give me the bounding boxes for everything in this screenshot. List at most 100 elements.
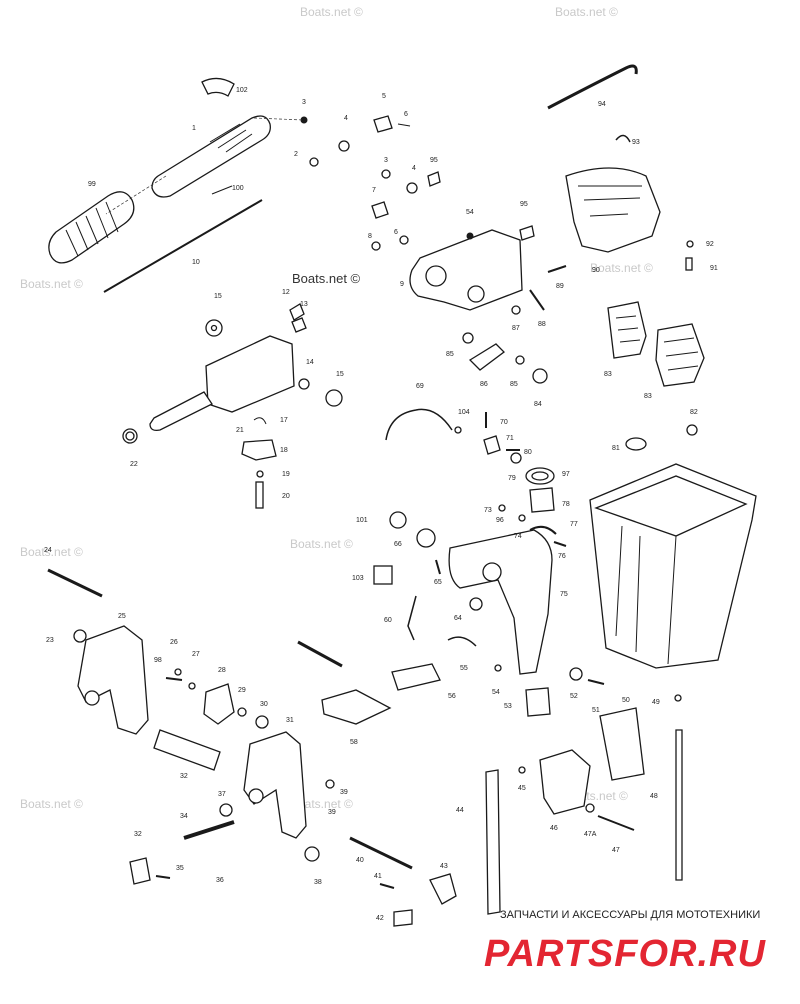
label-28: 28 bbox=[218, 667, 226, 674]
label-22: 22 bbox=[130, 461, 138, 468]
part-bolt-89 bbox=[547, 265, 567, 273]
label-103: 103 bbox=[352, 575, 364, 582]
part-fitting-13 bbox=[291, 317, 307, 333]
watermark-left-2: Boats.net © bbox=[20, 545, 83, 559]
label-79: 79 bbox=[508, 475, 516, 482]
watermark-mid-2: Boats.net © bbox=[290, 797, 353, 811]
label-60: 60 bbox=[384, 617, 392, 624]
part-washer-3b bbox=[381, 169, 391, 179]
part-housing-77-top bbox=[594, 475, 748, 537]
label-19: 19 bbox=[282, 471, 290, 478]
label-88: 88 bbox=[538, 321, 546, 328]
label-51: 51 bbox=[592, 707, 600, 714]
part-plate-28 bbox=[203, 683, 235, 725]
part-nut-2 bbox=[309, 157, 319, 167]
part-bracket-9 bbox=[409, 229, 523, 311]
steering-arm-group bbox=[122, 303, 343, 509]
label-13: 13 bbox=[300, 301, 308, 308]
label-23: 23 bbox=[46, 637, 54, 644]
part-block-83b bbox=[655, 323, 705, 387]
part-swivel-75 bbox=[448, 529, 553, 675]
leader-tiller bbox=[105, 117, 305, 215]
label-82: 82 bbox=[690, 409, 698, 416]
part-fitting-71 bbox=[483, 435, 501, 455]
part-bracket-50 bbox=[599, 707, 645, 781]
label-83a: 83 bbox=[604, 371, 612, 378]
part-screw-34 bbox=[183, 820, 235, 840]
label-15b: 15 bbox=[336, 371, 344, 378]
part-cable-69 bbox=[385, 408, 453, 441]
part-washer-64 bbox=[469, 597, 483, 611]
part-nut-14 bbox=[298, 378, 310, 390]
watermark-left-1: Boats.net © bbox=[20, 277, 83, 291]
label-58: 58 bbox=[350, 739, 358, 746]
label-6a: 6 bbox=[404, 111, 408, 118]
label-92: 92 bbox=[706, 241, 714, 248]
label-17: 17 bbox=[280, 417, 288, 424]
swivel-bracket-group bbox=[371, 169, 567, 315]
part-knob-52 bbox=[569, 667, 583, 681]
part-washer-19 bbox=[256, 470, 264, 478]
part-tube-24 bbox=[47, 568, 103, 598]
label-97: 97 bbox=[562, 471, 570, 478]
label-35: 35 bbox=[176, 865, 184, 872]
part-nut-8 bbox=[371, 241, 381, 251]
label-73: 73 bbox=[484, 507, 492, 514]
label-45: 45 bbox=[518, 785, 526, 792]
callout-labels: 102 1 2 3 4 5 6 3 4 95 7 8 6 9 99 100 10… bbox=[44, 87, 718, 922]
label-12: 12 bbox=[282, 289, 290, 296]
label-90: 90 bbox=[592, 267, 600, 274]
brand-subtitle: ЗАПЧАСТИ И АКСЕССУАРЫ ДЛЯ МОТОТЕХНИКИ bbox=[500, 909, 760, 921]
part-bracket-5 bbox=[373, 115, 393, 133]
part-clamp-bracket-right-hole bbox=[248, 788, 264, 804]
part-washer-96 bbox=[518, 514, 526, 522]
part-clamp-102 bbox=[201, 77, 235, 97]
label-64: 64 bbox=[454, 615, 462, 622]
part-housing-90-lines bbox=[578, 185, 642, 217]
part-arm-21-body bbox=[205, 335, 295, 413]
label-42: 42 bbox=[376, 915, 384, 922]
label-54a: 54 bbox=[466, 209, 474, 216]
label-25: 25 bbox=[118, 613, 126, 620]
watermark-main: Boats.net © bbox=[292, 271, 361, 286]
part-clip-95a bbox=[427, 171, 441, 187]
part-nut-85a bbox=[462, 332, 474, 344]
label-26: 26 bbox=[170, 639, 178, 646]
label-98: 98 bbox=[154, 657, 162, 664]
label-1: 1 bbox=[192, 125, 196, 132]
part-grip-99-knurl bbox=[65, 201, 119, 257]
label-76: 76 bbox=[558, 553, 566, 560]
part-washer-23 bbox=[73, 629, 87, 643]
part-bracket-9-hole2 bbox=[467, 285, 485, 303]
label-69: 69 bbox=[416, 383, 424, 390]
label-20: 20 bbox=[282, 493, 290, 500]
part-bushing-53 bbox=[525, 687, 551, 717]
part-washer-4 bbox=[338, 140, 350, 152]
part-housing-90 bbox=[565, 167, 661, 253]
label-41: 41 bbox=[374, 873, 382, 880]
part-pin-88 bbox=[529, 289, 545, 311]
label-5: 5 bbox=[382, 93, 386, 100]
part-washer-73 bbox=[498, 504, 506, 512]
label-32b: 32 bbox=[134, 831, 142, 838]
label-39a: 39 bbox=[340, 789, 348, 796]
part-nut-45 bbox=[518, 766, 526, 774]
label-29: 29 bbox=[238, 687, 246, 694]
part-clamp-bracket-left-hole bbox=[84, 690, 100, 706]
part-fitting-7 bbox=[371, 201, 389, 219]
label-32a: 32 bbox=[180, 773, 188, 780]
part-pad-103 bbox=[373, 565, 393, 585]
part-clamp-74 bbox=[529, 525, 557, 535]
part-spring-60 bbox=[407, 595, 417, 641]
label-83b: 83 bbox=[644, 393, 652, 400]
label-48: 48 bbox=[650, 793, 658, 800]
part-nut-85b bbox=[515, 355, 525, 365]
label-99: 99 bbox=[88, 181, 96, 188]
part-pin-35 bbox=[155, 875, 171, 879]
part-rod-94 bbox=[547, 64, 638, 110]
label-27: 27 bbox=[192, 651, 200, 658]
part-nut-39 bbox=[325, 779, 335, 789]
part-block-83-ribs bbox=[615, 315, 699, 371]
part-bushing-66 bbox=[416, 528, 436, 548]
label-80: 80 bbox=[524, 449, 532, 456]
